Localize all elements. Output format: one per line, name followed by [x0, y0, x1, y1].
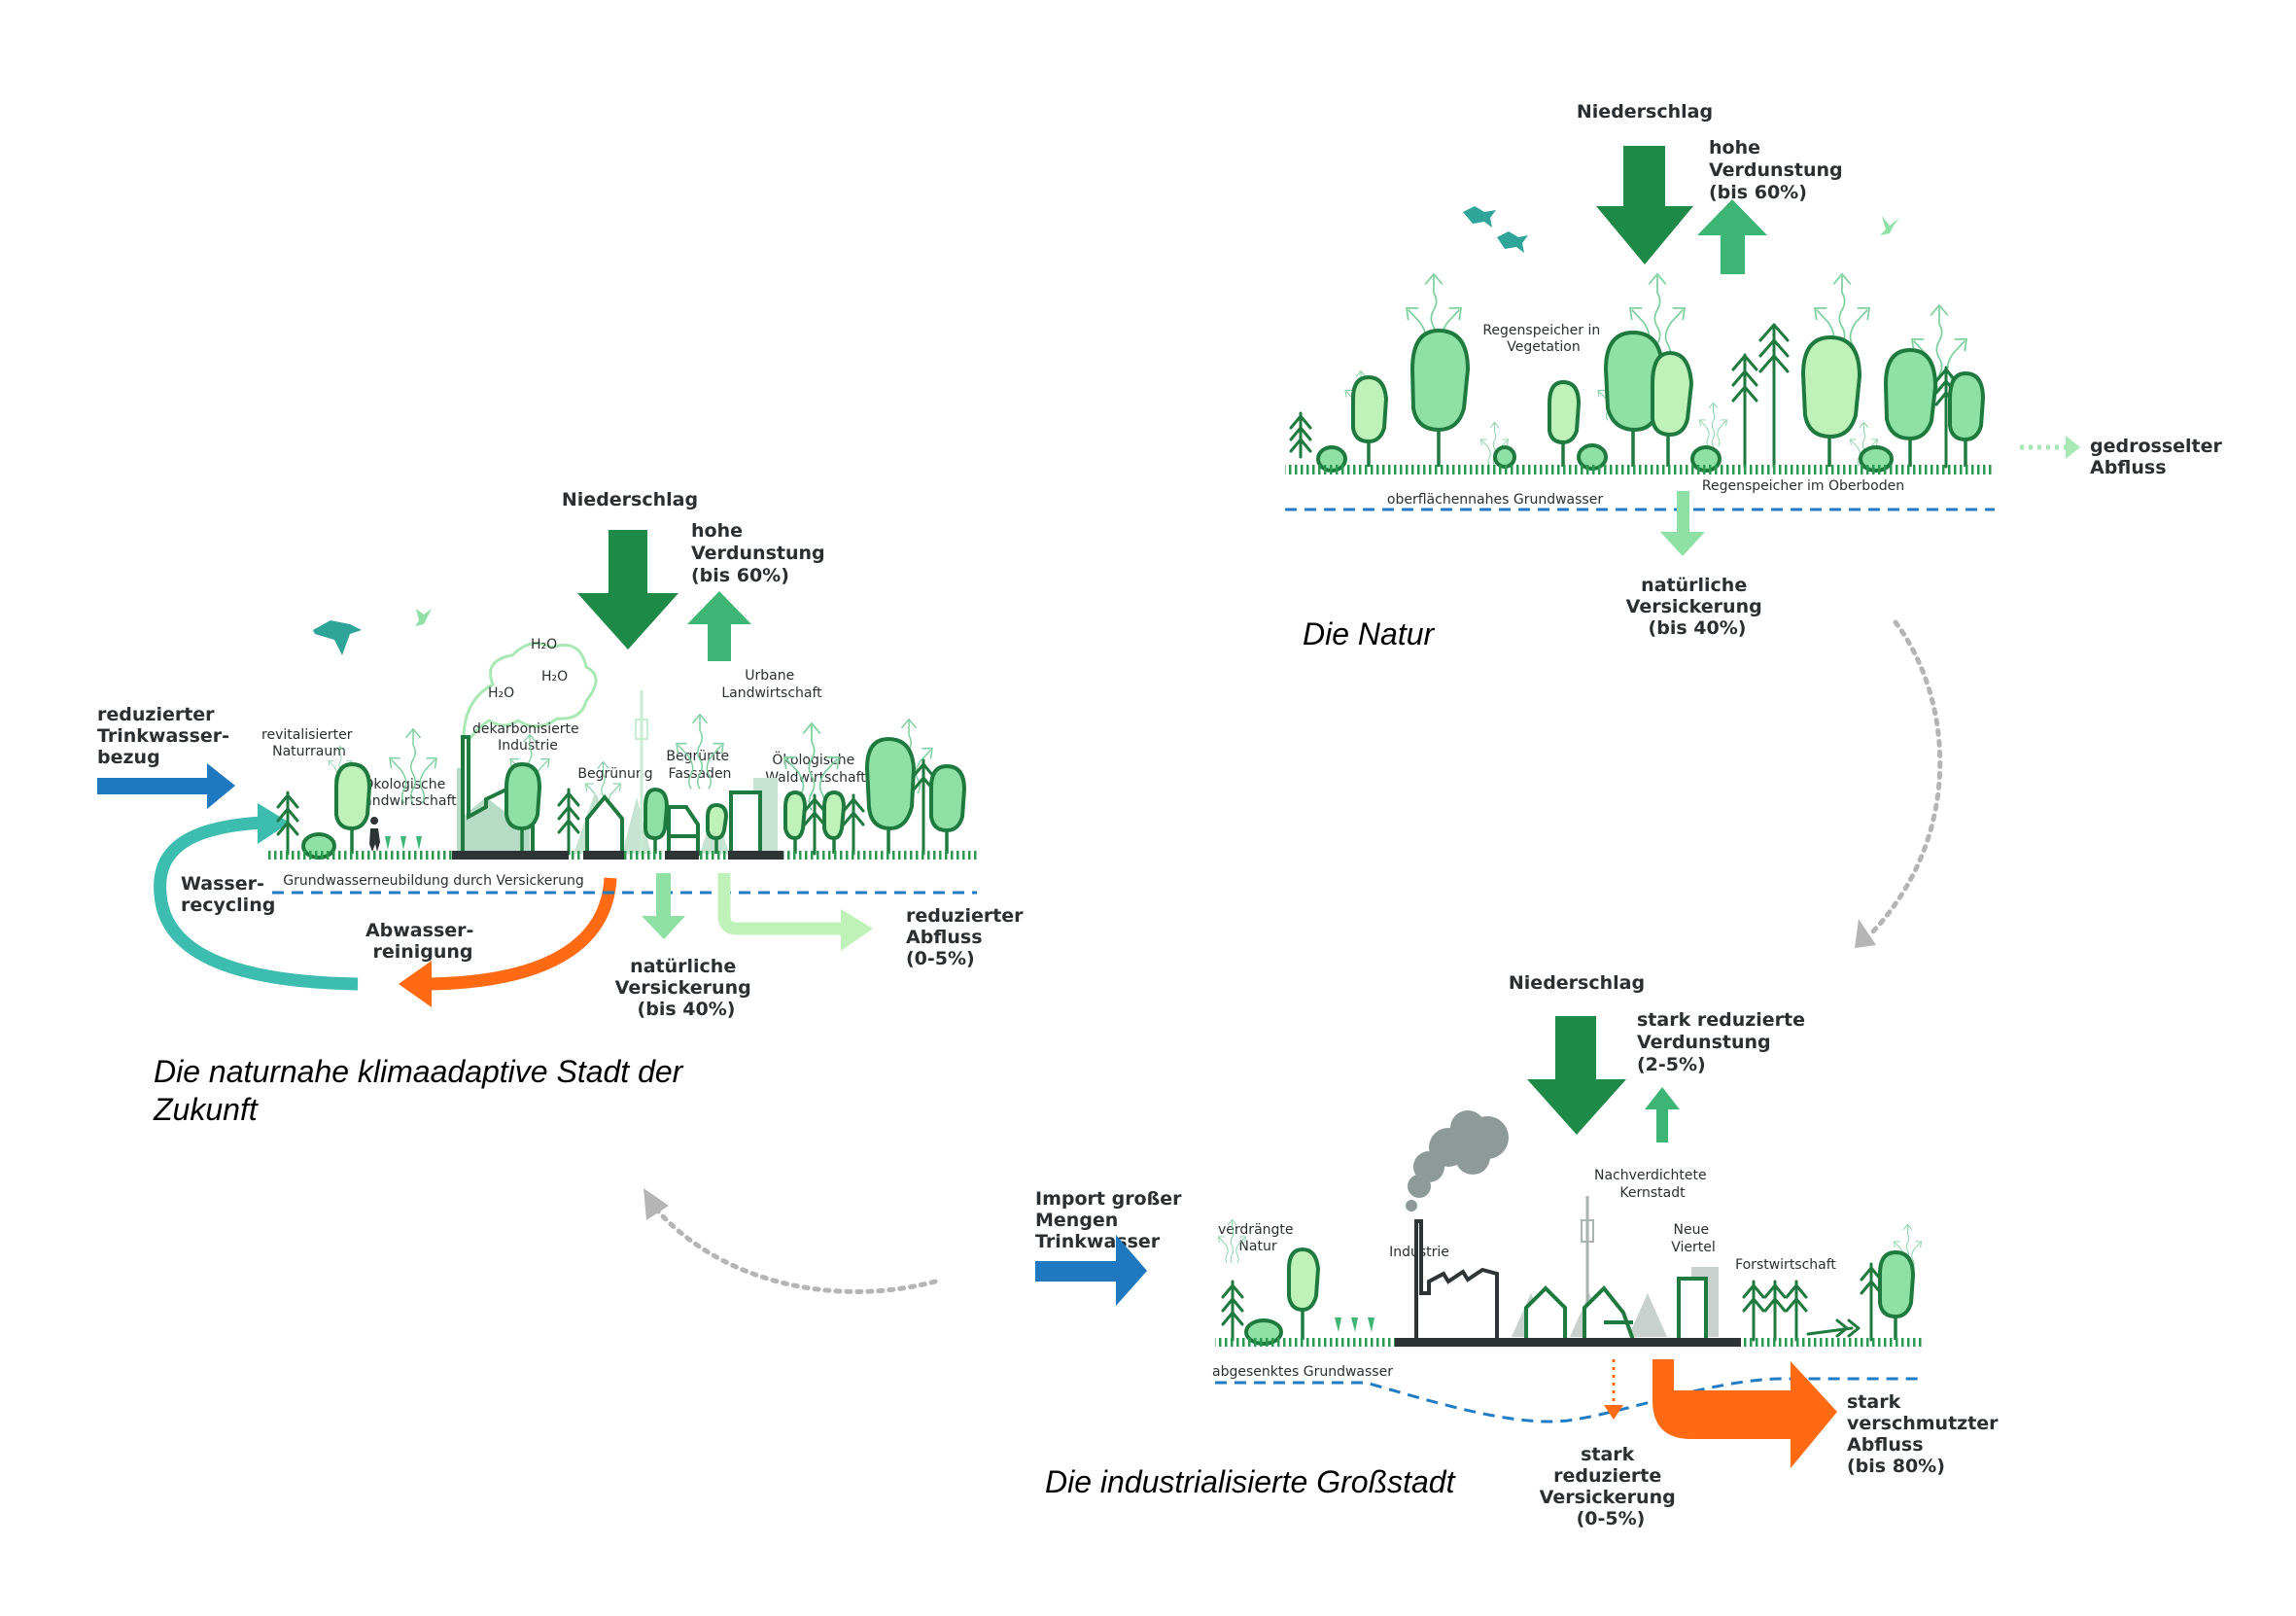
zukunft-urbane-label: Urbane Landwirtschaft — [721, 668, 822, 701]
scene-natur: Niederschlag hohe Verdunstung (bis 60%) … — [1285, 101, 2229, 651]
grossstadt-kernstadt-label: Nachverdichtete Kernstadt — [1594, 1168, 1711, 1201]
zukunft-waldwirtschaft-label: Ökologische Waldwirtschaft — [765, 751, 866, 786]
zukunft-landwirtschaft-label: Ökologische Landwirtschaft — [356, 775, 457, 809]
natur-verdunstung-arrow — [1697, 199, 1767, 274]
grossstadt-import-label: Import großer Mengen Trinkwasser — [1035, 1188, 1188, 1252]
h2o-label: H₂O — [531, 637, 557, 652]
natur-verdunstung-label: hohe Verdunstung (bis 60%) — [1709, 137, 1849, 203]
zukunft-versickerung-label: natürliche Versickerung (bis 40%) — [615, 956, 758, 1020]
zukunft-verdunstung-arrow — [687, 591, 751, 661]
zukunft-begruenung-label: Begrünung — [577, 766, 652, 782]
grossstadt-verdunstung-label: stark reduzierte Verdunstung (2-5%) — [1637, 1009, 1812, 1075]
grossstadt-viertel-label: Neue Viertel — [1671, 1222, 1716, 1255]
natur-versickerung-arrow — [1660, 491, 1705, 556]
zukunft-title: Die naturnahe klimaadaptive Stadt der Zu… — [153, 1054, 691, 1127]
bird-icon — [313, 620, 362, 655]
building-silhouette — [457, 768, 530, 854]
zukunft-abfluss-arrow — [717, 873, 841, 935]
zukunft-ground-sealed — [583, 851, 624, 860]
abfluss-arrowhead — [841, 909, 873, 951]
grossstadt-abfluss-label: stark verschmutzter Abfluss (bis 80%) — [1847, 1391, 2004, 1477]
grossstadt-verdunstung-arrow — [1645, 1087, 1680, 1142]
carrot-icons — [385, 836, 422, 850]
zukunft-fassaden-label: Begrünte Fassaden — [666, 749, 733, 782]
natur-abfluss-arrow — [2020, 436, 2080, 459]
versickerung-arrowhead — [1604, 1405, 1623, 1420]
grossstadt-factory-icon — [1414, 1219, 1499, 1340]
zukunft-niederschlag-arrow — [577, 530, 678, 650]
bird-icon — [1463, 206, 1496, 228]
zukunft-ground-sealed — [452, 851, 569, 860]
h2o-cloud — [462, 642, 598, 741]
zukunft-trinkwasser-arrow — [97, 763, 235, 809]
zukunft-trinkwasser-label: reduzierter Trinkwasser- bezug — [97, 704, 236, 768]
abwasser-arrowhead — [399, 961, 432, 1007]
natur-versickerung-label: natürliche Versickerung (bis 40%) — [1626, 575, 1769, 639]
grossstadt-forest — [1742, 1250, 1915, 1342]
vertical-farm-icon — [729, 790, 762, 856]
zukunft-naturraum-label: revitalisierter Naturraum — [261, 727, 357, 759]
grossstadt-natur-label: verdrängte Natur — [1218, 1222, 1298, 1254]
h2o-label: H₂O — [541, 669, 568, 685]
grossstadt-grundwasser-label: abgesenktes Grundwasser — [1212, 1364, 1393, 1380]
grossstadt-forst-label: Forstwirtschaft — [1735, 1257, 1836, 1273]
recycling-arrowhead — [258, 803, 290, 844]
butterfly-icon — [1880, 216, 1899, 235]
transition-arrowhead — [644, 1188, 669, 1220]
farmer-icon — [369, 817, 380, 852]
natur-abfluss-label: gedrosselter Abfluss — [2090, 436, 2229, 478]
scene-zukunft: Niederschlag hohe Verdunstung (bis 60%) … — [97, 489, 1029, 1127]
zukunft-versickerung-arrow — [642, 873, 685, 939]
carrot-icons — [1335, 1317, 1374, 1332]
zukunft-recycling-label: Wasser- recycling — [181, 873, 275, 916]
grossstadt-abfluss-arrow — [1652, 1359, 1837, 1468]
zukunft-recycling-arrow — [154, 816, 359, 991]
grossstadt-versickerung-label: stark reduzierte Versickerung (0-5%) — [1540, 1444, 1683, 1529]
house-icon — [1583, 1285, 1636, 1342]
transition-grossstadt-to-zukunft — [650, 1203, 938, 1294]
grossstadt-import-arrow — [1035, 1235, 1147, 1306]
smoke-cloud — [1406, 1110, 1509, 1212]
h2o-label: H₂O — [488, 685, 514, 701]
natur-trees — [1289, 323, 1985, 473]
transition-arrows — [644, 619, 1943, 1294]
grossstadt-groundwater-line — [1215, 1377, 1925, 1423]
zukunft-grundwasser-label: Grundwasserneubildung durch Versickerung — [283, 873, 584, 889]
zukunft-abwasser-label: Abwasser- reinigung — [365, 920, 480, 963]
natur-grundwasser-label: oberflächennahes Grundwasser — [1387, 492, 1603, 508]
zukunft-industrie-label: dekarbonisierte Industrie — [472, 721, 583, 754]
natur-niederschlag-arrow — [1596, 146, 1693, 264]
zukunft-abwasser-arrow — [427, 877, 617, 991]
house-icon — [667, 805, 700, 856]
zukunft-niederschlag-label: Niederschlag — [562, 489, 698, 510]
grossstadt-niederschlag-label: Niederschlag — [1509, 972, 1645, 994]
zukunft-verdunstung-label: hohe Verdunstung (bis 60%) — [691, 520, 831, 586]
zukunft-abfluss-label: reduzierter Abfluss (0-5%) — [906, 905, 1029, 969]
transition-natur-to-grossstadt — [1868, 619, 1943, 936]
building-icon — [1677, 1277, 1708, 1342]
bird-icon — [1497, 231, 1528, 253]
grossstadt-title: Die industrialisierte Großstadt — [1045, 1464, 1456, 1499]
grossstadt-ground-sealed — [1395, 1338, 1741, 1347]
natur-oberboden-label: Regenspeicher im Oberboden — [1702, 478, 1904, 494]
natur-regenspeicher-vegetation-label: Regenspeicher in Vegetation — [1482, 323, 1604, 355]
natur-ground — [1285, 465, 1995, 474]
butterfly-icon — [415, 609, 432, 626]
grossstadt-niederschlag-arrow — [1527, 1016, 1626, 1135]
natur-title: Die Natur — [1303, 616, 1436, 651]
zukunft-ground-sealed — [728, 851, 783, 860]
transition-arrowhead — [1855, 919, 1876, 948]
natur-niederschlag-label: Niederschlag — [1577, 101, 1713, 123]
zukunft-ground-sealed — [665, 851, 699, 860]
scene-grossstadt: Niederschlag stark reduzierte Verdunstun… — [1035, 972, 2004, 1529]
